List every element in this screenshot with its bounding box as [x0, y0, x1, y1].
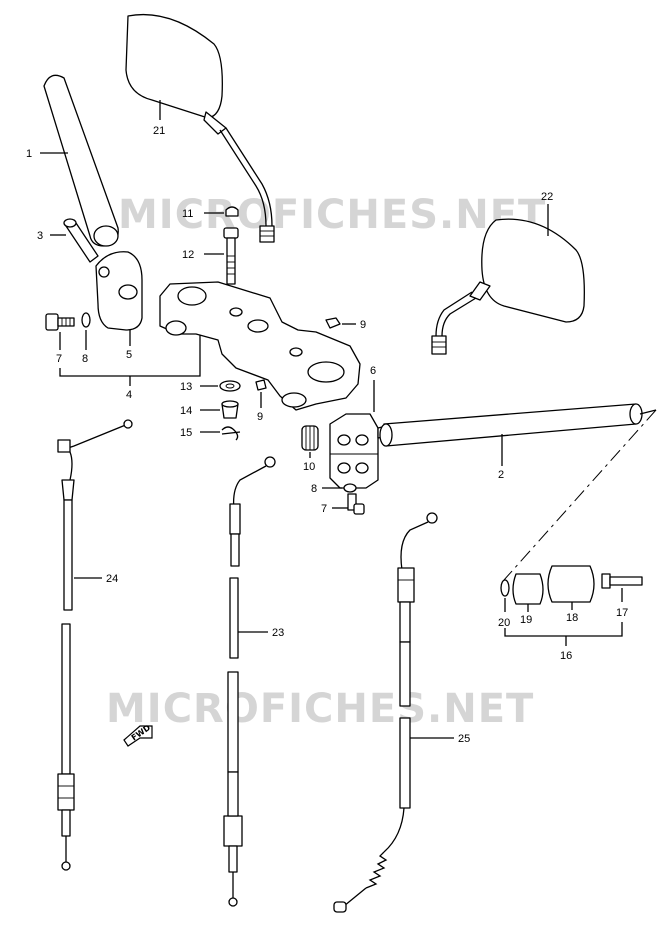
- right-handlebar[interactable]: [379, 403, 643, 447]
- cable-23[interactable]: [223, 456, 276, 907]
- callout-12: 12: [182, 249, 194, 261]
- cable-25[interactable]: [333, 512, 438, 913]
- bolt-7-right[interactable]: [347, 493, 365, 515]
- callout-7-right: 7: [321, 503, 327, 515]
- callout-3: 3: [37, 230, 43, 242]
- cap-9-upper[interactable]: [325, 317, 341, 329]
- handlebar-holder[interactable]: [95, 251, 143, 331]
- washer-13[interactable]: [219, 380, 241, 392]
- bushing-14[interactable]: [221, 400, 239, 419]
- cap-11[interactable]: [225, 206, 239, 217]
- right-mirror[interactable]: [431, 218, 585, 355]
- callout-8-left: 8: [82, 353, 88, 365]
- callout-6: 6: [370, 365, 376, 377]
- callout-18: 18: [566, 612, 578, 624]
- callout-1: 1: [26, 148, 32, 160]
- screw-17[interactable]: [601, 573, 643, 589]
- bolt-12[interactable]: [223, 227, 239, 285]
- washer-20[interactable]: [500, 579, 510, 597]
- callout-17: 17: [616, 607, 628, 619]
- callout-2: 2: [498, 469, 504, 481]
- left-handle-grip[interactable]: [43, 74, 119, 247]
- watermark-bottom: MICROFICHES.NET: [106, 686, 534, 732]
- callout-11: 11: [182, 208, 193, 220]
- callout-14: 14: [180, 405, 192, 417]
- callout-24: 24: [106, 573, 118, 585]
- callout-15: 15: [180, 427, 192, 439]
- callout-9-upper: 9: [360, 319, 366, 331]
- callout-9-lower: 9: [257, 411, 263, 423]
- cable-24[interactable]: [57, 419, 133, 871]
- bracket-16: [504, 622, 623, 637]
- callout-8-right: 8: [311, 483, 317, 495]
- callout-4: 4: [126, 389, 132, 401]
- callout-19: 19: [520, 614, 532, 626]
- upper-bracket[interactable]: [159, 281, 361, 411]
- callout-25: 25: [458, 733, 470, 745]
- callout-5: 5: [126, 349, 132, 361]
- callout-16: 16: [560, 650, 572, 662]
- right-handlebar-holder[interactable]: [329, 413, 389, 489]
- callout-10: 10: [303, 461, 315, 473]
- clip-15[interactable]: [221, 426, 241, 441]
- callout-7-left: 7: [56, 353, 62, 365]
- rubber-19[interactable]: [512, 573, 544, 605]
- left-mirror[interactable]: [125, 13, 275, 243]
- clamp-bolt-3[interactable]: [63, 218, 99, 263]
- weight-18[interactable]: [547, 565, 595, 603]
- cap-nut-10[interactable]: [301, 425, 319, 451]
- cap-9-lower[interactable]: [255, 379, 267, 391]
- watermark-top: MICROFICHES.NET: [118, 192, 546, 238]
- bolt-7-left[interactable]: [45, 313, 75, 331]
- washer-8-left[interactable]: [81, 312, 91, 328]
- callout-13: 13: [180, 381, 192, 393]
- callout-21: 21: [153, 125, 165, 137]
- callout-22: 22: [541, 191, 553, 203]
- washer-8-right[interactable]: [343, 483, 357, 493]
- assembly-line: [503, 409, 657, 581]
- callout-20: 20: [498, 617, 510, 629]
- callout-23: 23: [272, 627, 284, 639]
